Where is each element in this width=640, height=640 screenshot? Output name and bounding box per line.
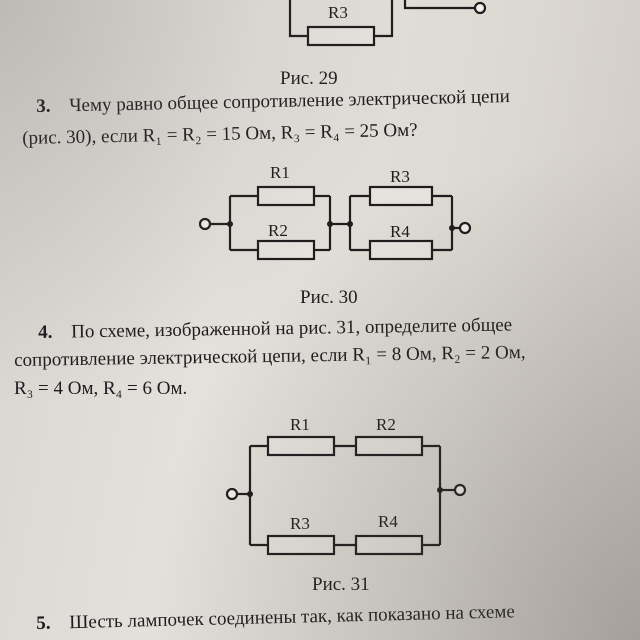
fig31-resistor-r2 — [354, 435, 424, 457]
fig30-terminal-left — [198, 217, 212, 231]
fig30-resistor-r4 — [368, 239, 434, 261]
fig31-label-r3: R3 — [290, 514, 310, 533]
fig31-circuit: R1 R2 R3 R4 — [225, 415, 467, 556]
fig30-label-r3: R3 — [390, 167, 410, 186]
fig29-caption: Рис. 29 — [280, 68, 338, 89]
problem4-number: 4. — [38, 321, 53, 343]
problem4-text-line3: R₃ = 4 Ом, R₄ = 6 Ом. — [14, 378, 188, 399]
fig30-resistor-r1 — [256, 185, 316, 207]
fig31-caption: Рис. 31 — [312, 574, 370, 595]
problem3-number: 3. — [36, 95, 51, 117]
fig29-terminal — [473, 1, 487, 15]
fig31-resistor-r1 — [266, 435, 336, 457]
fig31-label-r2: R2 — [376, 415, 396, 434]
fig30-label-r4: R4 — [390, 222, 410, 241]
fig30-label-r1: R1 — [270, 163, 290, 182]
fig30-label-r2: R2 — [268, 221, 288, 240]
fig31-resistor-r4 — [354, 534, 424, 556]
fig30-resistor-r2 — [256, 239, 316, 261]
fig30-caption: Рис. 30 — [300, 287, 358, 308]
fig31-label-r1: R1 — [290, 415, 310, 434]
fig31-terminal-right — [453, 483, 467, 497]
fig31-terminal-left — [225, 487, 239, 501]
fig31-resistor-r3 — [266, 534, 336, 556]
fig31-label-r4: R4 — [378, 512, 398, 531]
fig29-resistor-r3 — [306, 25, 376, 47]
fig29-circuit: R3 — [288, 0, 487, 47]
problem5-number: 5. — [36, 612, 51, 634]
fig30-circuit: R1 R2 R3 R4 — [198, 163, 472, 261]
fig29-label-r3: R3 — [328, 3, 348, 22]
fig30-terminal-right — [458, 221, 472, 235]
fig30-resistor-r3 — [368, 185, 434, 207]
